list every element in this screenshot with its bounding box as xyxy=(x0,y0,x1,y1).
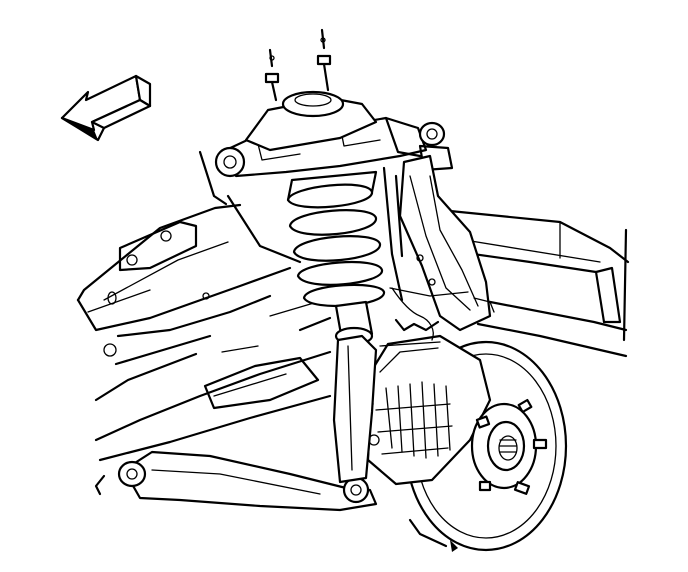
brake-hose xyxy=(391,287,495,341)
front-of-vehicle-arrow xyxy=(60,74,152,142)
steering-knuckle xyxy=(382,154,492,332)
frame-crossmember xyxy=(76,150,302,357)
lower-frame xyxy=(94,294,332,462)
upper-control-arm xyxy=(214,90,454,178)
lower-control-arm xyxy=(94,334,378,512)
strut-mount-bolts xyxy=(264,28,332,102)
frame-rail xyxy=(428,208,630,358)
coil-spring xyxy=(286,170,386,308)
wheel-studs xyxy=(475,398,548,495)
wheel-hub xyxy=(470,398,548,495)
